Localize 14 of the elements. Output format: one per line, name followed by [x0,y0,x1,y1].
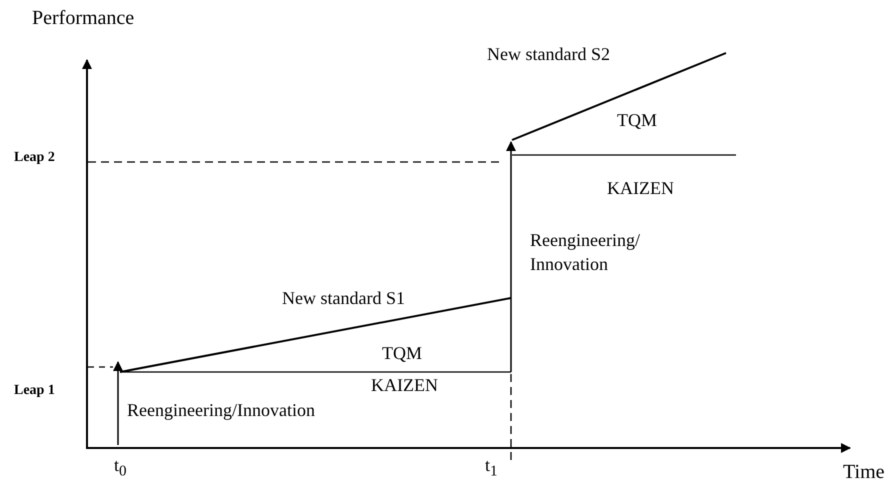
region-label: TQM [382,343,422,363]
step-label: Reengineering/ Innovation [530,229,641,276]
line-label: New standard S2 [487,44,610,64]
level-label: Leap 2 [14,149,55,167]
level-label: Leap 1 [14,382,55,400]
step-label: Reengineering/Innovation [127,400,315,420]
region-label: TQM [617,110,657,130]
axis-title: Time [843,462,885,482]
axis-title: Performance [32,8,134,28]
time-label: t$_{0}$ [114,455,127,482]
region-label: KAIZEN [607,178,674,198]
region-label: KAIZEN [371,375,438,395]
line-label: New standard S1 [282,288,405,308]
time-label: t$_{1}$ [485,455,498,482]
